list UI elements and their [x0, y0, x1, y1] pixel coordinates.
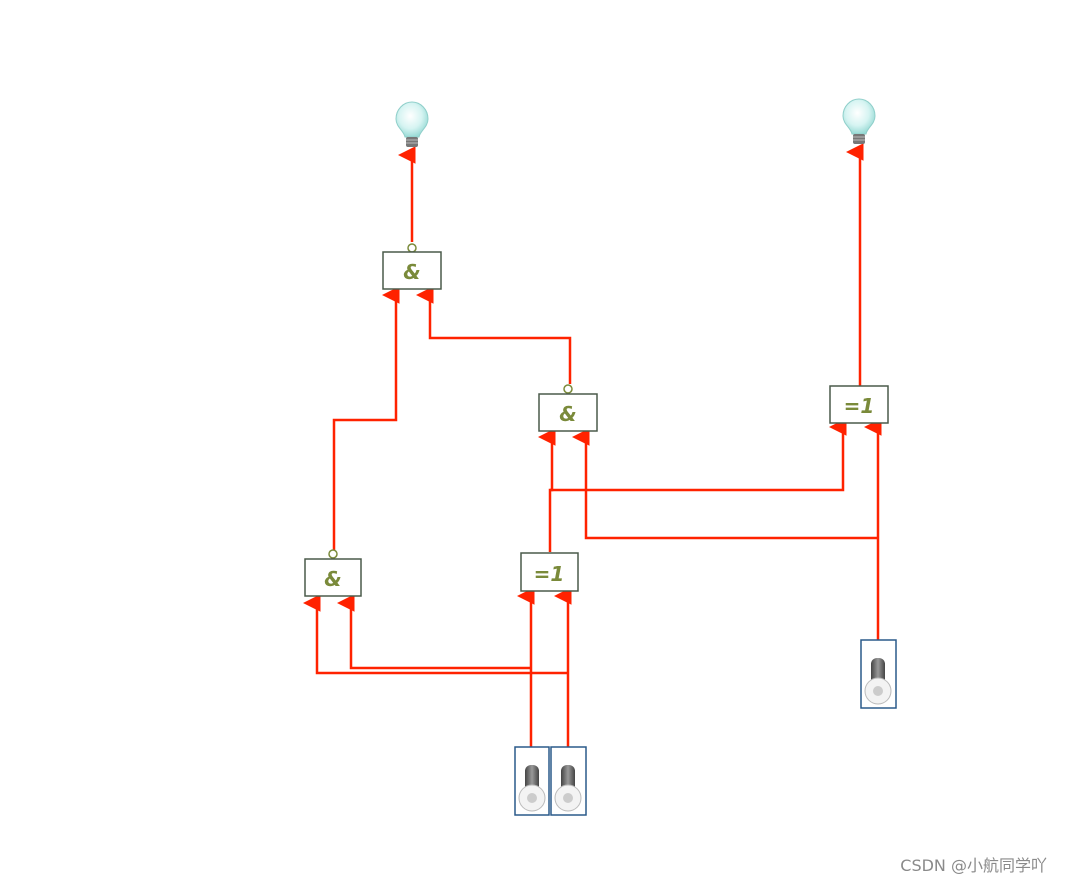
gate-xor-mid-label: =1 — [534, 562, 565, 586]
gate-xor-mid[interactable]: =1 — [520, 552, 579, 592]
lamp-left-icon — [395, 101, 429, 147]
wire-xormid-nandmid — [538, 428, 556, 552]
gate-nand-mid[interactable]: & — [538, 384, 598, 432]
gate-xor-right[interactable]: =1 — [829, 385, 889, 424]
gate-nand-mid-label: & — [559, 402, 576, 426]
wire-nandleft-nandtop — [332, 286, 400, 550]
wire-switcha-nandleft — [337, 594, 531, 670]
watermark: CSDN @小航同学吖 — [900, 856, 1047, 875]
gate-xor-right-label: =1 — [844, 394, 875, 418]
switch-c[interactable] — [860, 639, 897, 709]
switch-a[interactable] — [514, 746, 550, 816]
wires — [303, 143, 882, 748]
wire-switchb-nandleft — [303, 594, 568, 675]
wire-xormid-xorright — [550, 418, 847, 492]
gate-nand-left[interactable]: & — [304, 549, 362, 597]
gate-nand-left-label: & — [324, 567, 341, 591]
lamp-right-icon — [842, 98, 876, 144]
gate-nand-top[interactable]: & — [382, 243, 442, 290]
switch-b[interactable] — [550, 746, 587, 816]
wire-switchc-nandmid — [572, 428, 878, 540]
wire-nandmid-nandtop — [416, 286, 572, 384]
gate-nand-top-label: & — [403, 260, 420, 284]
